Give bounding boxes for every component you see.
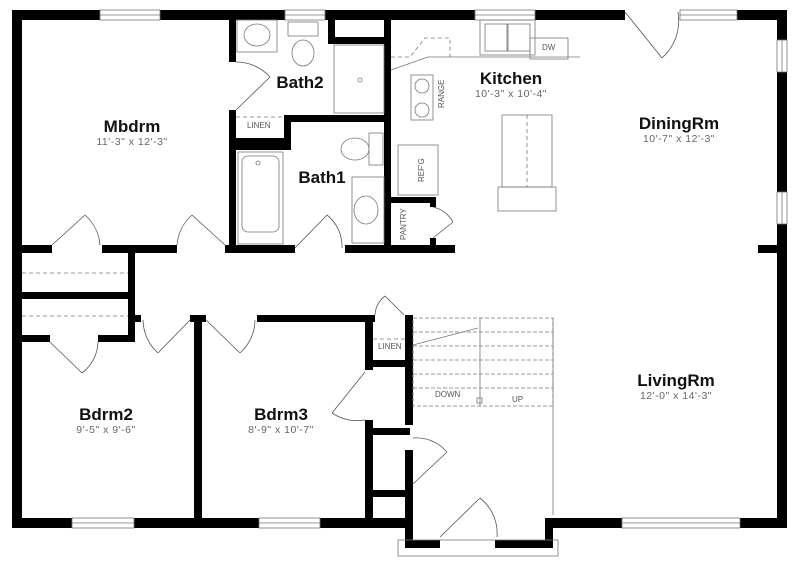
room-name: DiningRm [638,114,720,133]
room-name: Mbdrm [103,117,161,136]
dishwasher-label: DW [542,43,556,52]
refrigerator-label: REF'G [417,158,426,182]
room-name: Bdrm3 [254,405,308,424]
room-dimensions: 10'-7" x 12'-3" [642,133,716,145]
room-name: Bath1 [298,168,346,187]
room-name: Kitchen [479,69,543,88]
room-dimensions: 9'-5" x 9'-6" [76,424,136,436]
walls [12,10,787,548]
door-swings [49,11,680,538]
windows [71,9,788,529]
room-name: Bdrm2 [79,405,133,424]
room-livingrm: LivingRm 12'-0" x 14'-3" [637,371,715,403]
room-name: LivingRm [637,371,715,390]
room-bath1: Bath1 [298,169,345,187]
room-kitchen: Kitchen 10'-3" x 10'-4" [474,69,548,101]
room-bdrm2: Bdrm2 9'-5" x 9'-6" [76,405,136,437]
room-mbdrm: Mbdrm 11'-3" x 12'-3" [96,117,168,149]
room-name: Bath2 [276,73,324,92]
room-dimensions: 11'-3" x 12'-3" [96,136,168,148]
room-bdrm3: Bdrm3 8'-9" x 10'-7" [248,405,314,437]
room-diningrm: DiningRm 10'-7" x 12'-3" [638,114,720,146]
room-dimensions: 10'-3" x 10'-4" [474,88,548,100]
room-bath2: Bath2 [276,74,323,92]
stair-up-label: UP [512,395,524,404]
linen-closet-label: LINEN [378,342,402,351]
room-dimensions: 12'-0" x 14'-3" [639,390,713,402]
room-dimensions: 8'-9" x 10'-7" [248,424,314,436]
range-label: RANGE [437,79,446,108]
fixtures [22,19,580,557]
linen-closet-label: LINEN [247,121,271,130]
stair-down-label: DOWN [435,390,461,399]
pantry-label: PANTRY [399,208,408,240]
